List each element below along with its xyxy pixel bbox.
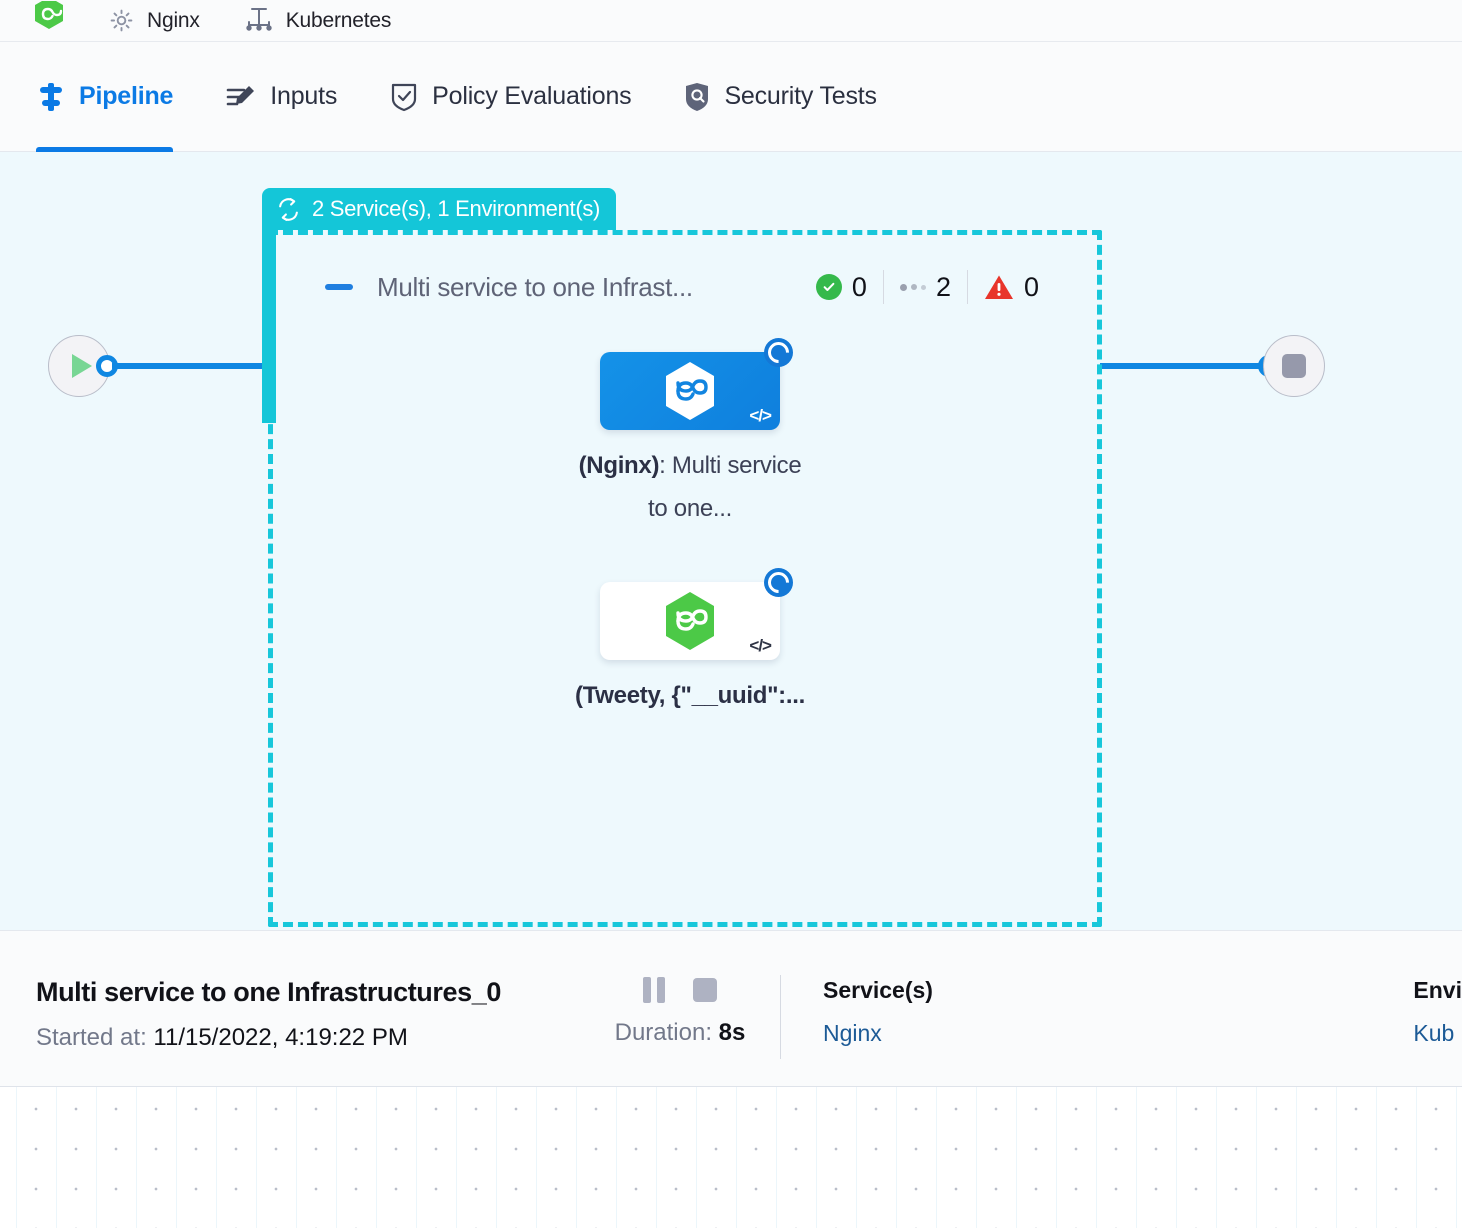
started-at-value: 11/15/2022, 4:19:22 PM [153, 1024, 408, 1051]
playback-buttons [643, 977, 717, 1003]
detail-col-value[interactable]: Nginx [823, 1020, 882, 1046]
play-icon [72, 354, 92, 378]
detail-left: Multi service to one Infrastructures_0 S… [0, 977, 580, 1052]
shield-scan-icon [686, 82, 709, 111]
started-at-label: Started at: [36, 1024, 147, 1051]
status-success[interactable]: 0 [800, 272, 883, 303]
service-node-nginx[interactable]: </> (Nginx): Multi service to one... [579, 337, 805, 530]
collapse-minus-icon[interactable] [325, 284, 353, 290]
tab-label: Pipeline [79, 82, 174, 110]
pipeline-icon [40, 82, 62, 111]
tab-inputs[interactable]: Inputs [225, 42, 337, 152]
pipeline-end-node[interactable] [1263, 335, 1325, 397]
running-spinner-icon [763, 337, 794, 368]
service-node-card[interactable]: </> [600, 567, 794, 660]
pipeline-canvas[interactable]: 2 Service(s), 1 Environment(s) Multi ser… [0, 152, 1462, 930]
detail-col-value[interactable]: Kub [1413, 1020, 1455, 1046]
breadcrumb-item-kubernetes[interactable]: Kubernetes [244, 7, 391, 35]
detail-col-header: Envi [1413, 977, 1462, 1003]
infinity-hexagon-icon [666, 362, 714, 420]
detail-col-environments: Envi Kub [1371, 977, 1462, 1047]
duration-label: Duration: [614, 1019, 712, 1046]
infinity-hexagon-green-icon [666, 592, 714, 650]
loop-repeat-icon [279, 197, 298, 221]
breadcrumb: Nginx Kubernetes [0, 0, 1462, 42]
gear-icon [110, 9, 133, 32]
stage-header[interactable]: Multi service to one Infrast... 0 2 [325, 270, 1055, 304]
warning-triangle-icon [984, 274, 1014, 301]
status-count: 0 [851, 271, 867, 302]
stage-title: Multi service to one Infrast... [377, 271, 693, 302]
inputs-icon [226, 85, 255, 105]
execution-detail-bar: Multi service to one Infrastructures_0 S… [0, 930, 1462, 1087]
breadcrumb-item-hexagon[interactable] [34, 0, 64, 35]
check-circle-icon [815, 274, 842, 300]
pause-icon[interactable] [643, 977, 665, 1003]
tab-label: Security Tests [724, 82, 877, 110]
detail-controls: Duration: 8s [580, 977, 780, 1047]
stop-icon [1282, 354, 1306, 378]
running-spinner-icon [763, 567, 794, 598]
tab-label: Policy Evaluations [432, 82, 632, 110]
detail-col-header: Service(s) [823, 977, 933, 1003]
service-node-label: (Nginx): Multi service to one... [575, 444, 805, 530]
kubernetes-icon [246, 7, 272, 31]
status-failed[interactable]: 0 [968, 272, 1055, 303]
stage-status-group: 0 2 0 [800, 270, 1055, 304]
service-node-label-bold: (Tweety, {"__uuid":... [575, 682, 805, 709]
breadcrumb-item-nginx[interactable]: Nginx [108, 7, 200, 34]
service-node-tweety[interactable]: </> (Tweety, {"__uuid":... [575, 567, 805, 717]
hexagon-green-icon [35, 0, 63, 29]
tab-security-tests[interactable]: Security Tests [683, 42, 877, 152]
detail-divider [780, 975, 781, 1059]
stage-group-box[interactable] [268, 230, 1102, 927]
duration: Duration: 8s [615, 1019, 746, 1047]
status-count: 2 [935, 271, 951, 302]
service-node-label-bold: (Nginx) [578, 452, 660, 479]
status-divider [966, 270, 968, 304]
grid-background [0, 1087, 1462, 1228]
stage-group-label[interactable]: 2 Service(s), 1 Environment(s) [262, 188, 617, 230]
connector-line-left [112, 363, 264, 369]
service-node-label: (Tweety, {"__uuid":... [575, 674, 805, 717]
tab-pipeline[interactable]: Pipeline [36, 42, 174, 152]
code-icon: </> [749, 636, 772, 655]
stop-icon[interactable] [693, 978, 717, 1002]
duration-value: 8s [718, 1019, 746, 1046]
breadcrumb-label: Nginx [147, 8, 200, 32]
stage-spine [262, 230, 276, 423]
started-at: Started at: 11/15/2022, 4:19:22 PM [36, 1024, 580, 1052]
service-node-card[interactable]: </> [600, 337, 794, 430]
page-title: Multi service to one Infrastructures_0 [36, 977, 501, 1007]
tab-label: Inputs [270, 82, 338, 110]
status-in-progress[interactable]: 2 [884, 272, 967, 303]
breadcrumb-label: Kubernetes [285, 8, 392, 32]
stage-group-label-text: 2 Service(s), 1 Environment(s) [312, 196, 601, 221]
status-count: 0 [1023, 271, 1039, 302]
code-icon: </> [749, 406, 772, 425]
detail-col-services: Service(s) Nginx [781, 977, 933, 1047]
in-progress-dots-icon [899, 283, 926, 291]
tab-bar: Pipeline Inputs Policy Evaluations Secur… [0, 42, 1462, 152]
tab-policy-evaluations[interactable]: Policy Evaluations [389, 42, 632, 152]
status-divider [882, 270, 884, 304]
service-node-label-rest: : Multi service to one... [647, 452, 802, 522]
connector-line-right [1100, 363, 1268, 369]
shield-check-icon [392, 83, 417, 111]
